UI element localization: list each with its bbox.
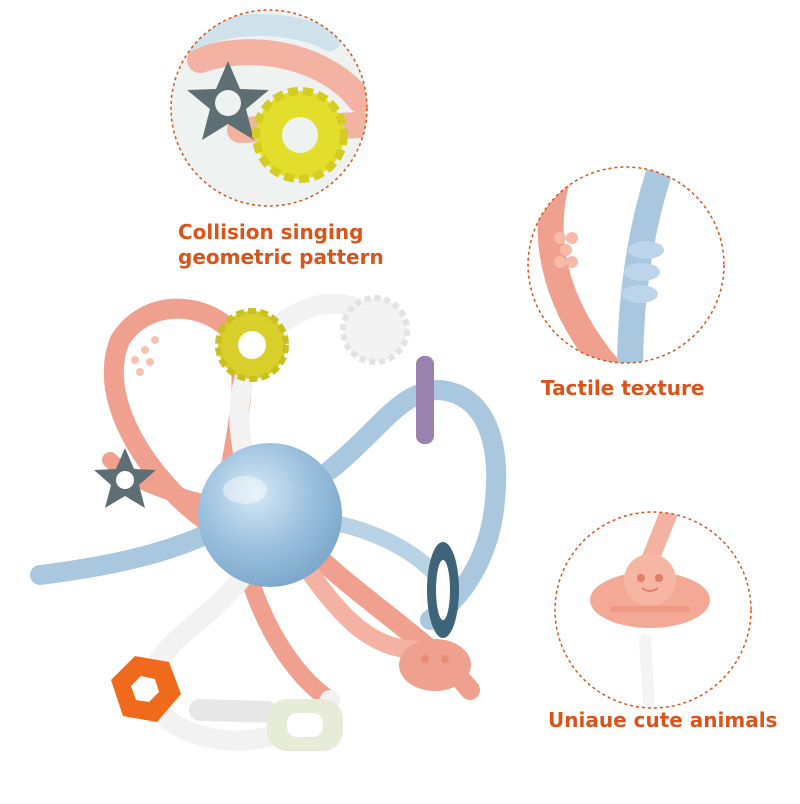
detail-circle-animals <box>554 511 752 709</box>
gear-ring-icon <box>252 87 348 183</box>
hexagon-ring-icon <box>111 656 181 722</box>
bee-charm-icon <box>399 639 471 691</box>
caption-cute-animals: Uniaue cute animals <box>548 708 778 732</box>
teal-ring-icon <box>427 542 459 638</box>
caption-line-2: geometric pattern <box>178 245 384 269</box>
flower-ring-icon <box>340 295 410 365</box>
star-ring-icon <box>187 61 269 140</box>
blue-loop <box>320 379 507 630</box>
gear-ring-icon <box>215 308 289 382</box>
pink-loop <box>241 571 339 709</box>
purple-ring-icon <box>416 356 434 444</box>
center-ball <box>198 443 342 587</box>
caption-tactile-texture: Tactile texture <box>541 376 705 400</box>
caption-line-1: Collision singing <box>178 220 364 244</box>
ridged-grip <box>189 699 281 723</box>
bee-charm-icon <box>590 554 710 628</box>
teether-toy <box>30 293 507 751</box>
texture-bumps <box>131 336 159 376</box>
caption-geometric-pattern: Collision singing geometric pattern <box>178 220 384 270</box>
star-ring-icon <box>94 448 156 508</box>
blue-loop <box>30 525 215 585</box>
cloud-ring-icon <box>267 699 343 751</box>
detail-circle-texture <box>527 166 725 364</box>
detail-circle-pattern <box>170 9 368 207</box>
